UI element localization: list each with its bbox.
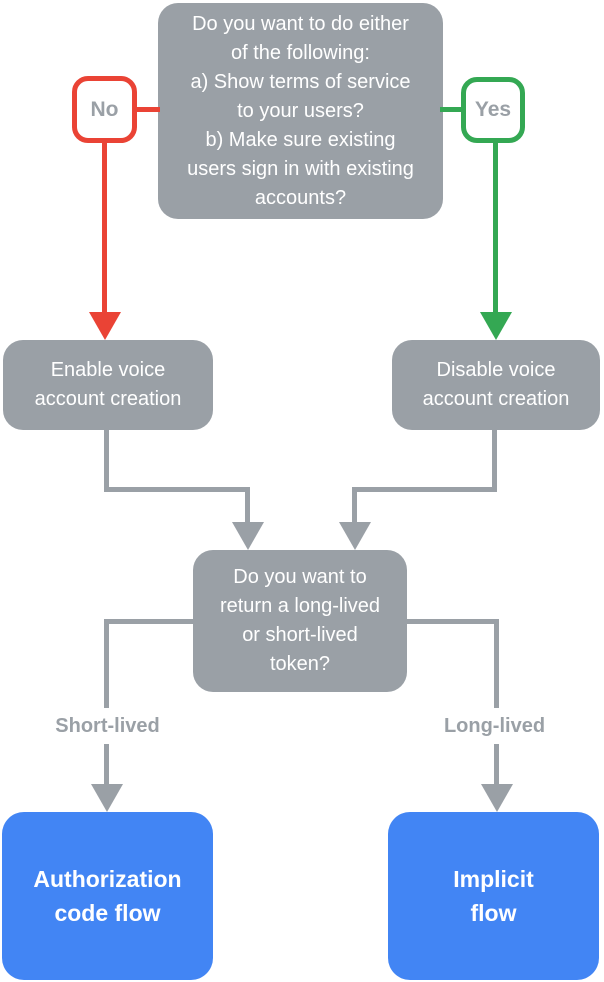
- yes-badge: Yes: [461, 77, 525, 143]
- disable-connector-horizontal: [353, 487, 497, 492]
- yes-connector-horizontal: [440, 107, 465, 112]
- root-question-text: Do you want to do either of the followin…: [187, 12, 414, 209]
- disable-connector-vertical-1: [492, 430, 497, 492]
- enable-voice-text: Enable voice account creation: [34, 359, 182, 410]
- enable-connector-horizontal: [104, 487, 248, 492]
- disable-connector-vertical-2: [352, 487, 357, 525]
- enable-voice-node: Enable voice account creation: [3, 340, 213, 430]
- enable-arrowhead-down-icon: [232, 522, 264, 550]
- root-question-node: Do you want to do either of the followin…: [158, 3, 443, 219]
- authorization-code-flow-text: Authorization code flow: [33, 866, 182, 926]
- yes-connector-vertical: [493, 140, 498, 314]
- enable-connector-vertical-2: [245, 487, 250, 525]
- long-lived-label-text: Long-lived: [443, 714, 546, 737]
- no-badge-label: No: [90, 97, 119, 121]
- implicit-flow-node: Implicit flow: [388, 812, 599, 980]
- token-question-node: Do you want to return a long-lived or sh…: [193, 550, 407, 692]
- authorization-code-flow-node: Authorization code flow: [2, 812, 213, 980]
- short-lived-connector-vertical: [104, 619, 109, 786]
- long-lived-connector-vertical: [494, 619, 499, 786]
- short-lived-label: Short-lived: [23, 708, 192, 744]
- short-lived-arrowhead-down-icon: [91, 784, 123, 812]
- no-connector-horizontal: [133, 107, 160, 112]
- no-connector-vertical: [102, 140, 107, 314]
- long-lived-connector-horizontal: [407, 619, 499, 624]
- no-badge: No: [72, 76, 137, 143]
- token-question-text: Do you want to return a long-lived or sh…: [219, 566, 381, 675]
- short-lived-label-text: Short-lived: [55, 714, 160, 737]
- implicit-flow-text: Implicit flow: [453, 866, 534, 926]
- yes-badge-label: Yes: [474, 98, 512, 121]
- short-lived-connector-horizontal: [106, 619, 193, 624]
- disable-arrowhead-down-icon: [339, 522, 371, 550]
- yes-arrowhead-down-icon: [480, 312, 512, 340]
- enable-connector-vertical-1: [104, 430, 109, 492]
- disable-voice-text: Disable voice account creation: [422, 359, 570, 410]
- no-arrowhead-down-icon: [89, 312, 121, 340]
- disable-voice-node: Disable voice account creation: [392, 340, 600, 430]
- long-lived-arrowhead-down-icon: [481, 784, 513, 812]
- long-lived-label: Long-lived: [410, 708, 579, 744]
